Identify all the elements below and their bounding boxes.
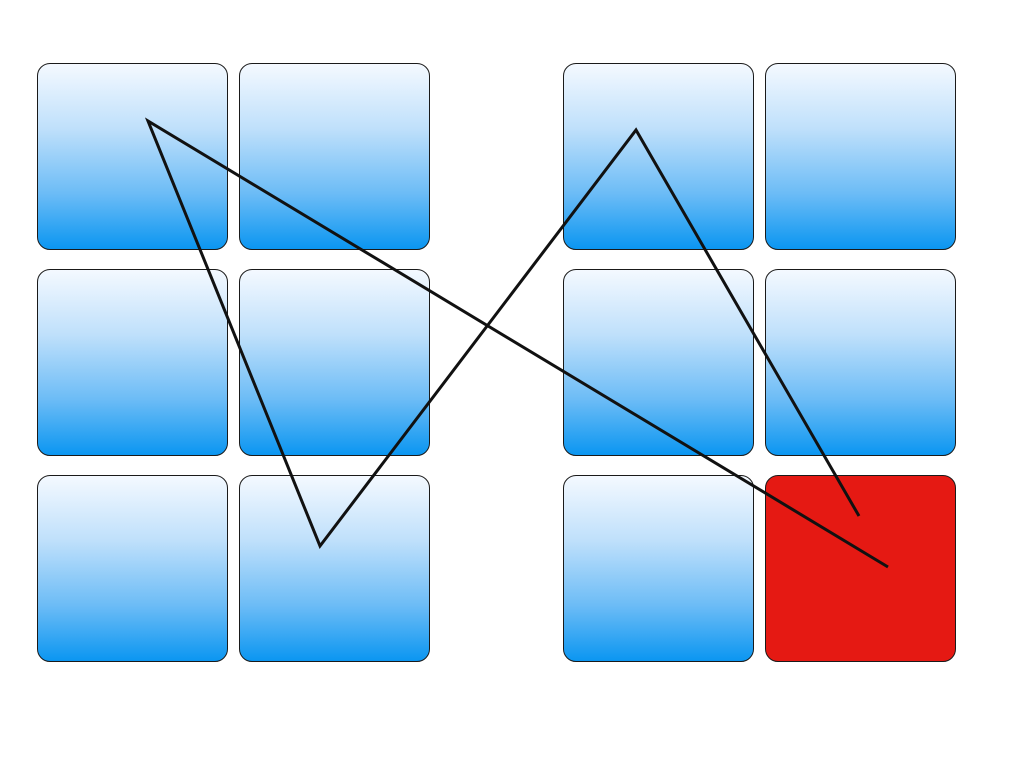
left-grid-tile-r3-c1[interactable] bbox=[37, 475, 228, 662]
right-grid-tile-r1-c1[interactable] bbox=[563, 63, 754, 250]
right-grid-tile-r3-c2-target[interactable] bbox=[765, 475, 956, 662]
left-grid-tile-r2-c2[interactable] bbox=[239, 269, 430, 456]
right-grid-tile-r3-c1[interactable] bbox=[563, 475, 754, 662]
right-grid-tile-r1-c2[interactable] bbox=[765, 63, 956, 250]
left-grid-tile-r3-c2[interactable] bbox=[239, 475, 430, 662]
right-grid-tile-r2-c1[interactable] bbox=[563, 269, 754, 456]
left-grid-tile-r1-c1[interactable] bbox=[37, 63, 228, 250]
right-grid-tile-r2-c2[interactable] bbox=[765, 269, 956, 456]
left-grid-tile-r1-c2[interactable] bbox=[239, 63, 430, 250]
left-grid-tile-r2-c1[interactable] bbox=[37, 269, 228, 456]
